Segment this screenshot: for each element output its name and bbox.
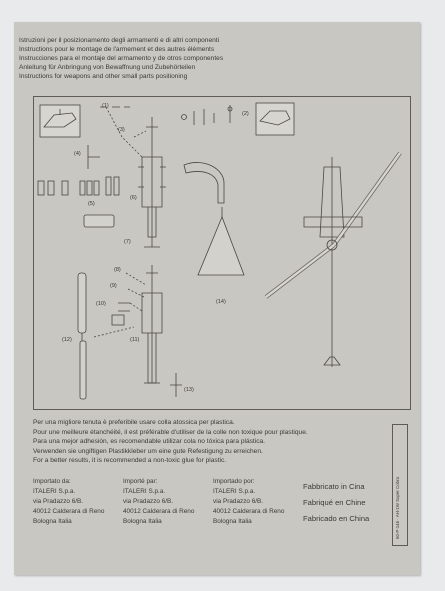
part-label-4: (4) — [74, 151, 81, 157]
importer-block-fr: Importé par: ITALERI S.p.a. via Pradazzo… — [123, 477, 215, 527]
importer-block-es: Importado por: ITALERI S.p.a. via Pradaz… — [213, 477, 305, 527]
importer-title: Importado por: — [213, 478, 255, 485]
header-line-en: Instructions for weapons and other small… — [19, 73, 188, 80]
header-line-fr: Instructions pour le montage de l'armeme… — [19, 46, 215, 53]
importer-street: via Pradazzo 6/B. — [213, 498, 264, 505]
rotor-blade-part — [77, 272, 87, 334]
part-label-3: (3) — [118, 127, 125, 133]
fabricated-fr: Fabriqué en Chine — [303, 498, 366, 507]
importer-title: Importato da: — [33, 478, 71, 485]
display-stand-part — [197, 215, 245, 276]
importer-company: ITALERI S.p.a. — [123, 488, 166, 495]
tail-part — [170, 373, 182, 397]
importer-country: Bologna Italia — [33, 518, 72, 525]
washer-part — [181, 114, 187, 120]
importer-street: via Pradazzo 6/B. — [123, 498, 174, 505]
store-part-a — [37, 180, 45, 196]
glue-line-it: Per una migliore tenuta è preferibile us… — [33, 419, 235, 426]
exhaust-pipe-part — [183, 162, 225, 204]
fabricated-it: Fabbricato in Cina — [303, 482, 365, 491]
glue-line-de: Verwenden sie ungiftigen Plastikkleber u… — [33, 447, 263, 455]
part-label-14: (14) — [216, 299, 226, 305]
part-label-12: (12) — [62, 337, 72, 343]
glue-line-es: Para una mejor adhesión, es recomendable… — [33, 438, 266, 446]
helicopter-side-view-top — [141, 117, 163, 238]
kit-code-box: 60-P-146 · AH-1W Super Cobra — [392, 424, 408, 546]
part-label-9: (9) — [110, 283, 117, 289]
glue-line-en: For a better results, it is recommended … — [33, 457, 227, 465]
helicopter-nose-detail — [43, 109, 77, 128]
part-label-13: (13) — [184, 387, 194, 393]
part-label-7: (7) — [124, 239, 131, 245]
header-line-es: Instrucciones para el montaje del armame… — [19, 55, 224, 62]
importer-title: Importé par: — [123, 478, 158, 485]
importer-city: 40012 Calderara di Reno — [213, 508, 285, 515]
importer-country: Bologna Italia — [213, 518, 252, 525]
pin-parts — [193, 105, 231, 125]
header-line-it: Istruzioni per il posizionamento degli a… — [19, 37, 220, 44]
part-label-8: (8) — [114, 267, 121, 273]
rotor-blades-top-view — [264, 151, 402, 299]
fabricated-block: Fabbricato in Cina Fabriqué en Chine Fab… — [303, 479, 393, 527]
rocket-pod-part — [83, 214, 115, 228]
helicopter-side-view-bottom — [141, 265, 163, 384]
part-label-2: (2) — [242, 111, 249, 117]
importer-company: ITALERI S.p.a. — [213, 488, 256, 495]
glue-line-fr: Pour une meilleure étanchéité, il est pr… — [33, 428, 308, 436]
part-label-6: (6) — [130, 195, 137, 201]
part-label-1: (1) — [102, 103, 109, 109]
importer-country: Bologna Italia — [123, 518, 162, 525]
importer-city: 40012 Calderara di Reno — [33, 508, 105, 515]
wing-pylon-detail — [259, 110, 291, 126]
helicopter-top-view — [319, 157, 345, 367]
importer-street: via Pradazzo 6/B. — [33, 498, 84, 505]
assembly-drawing — [37, 102, 402, 400]
header-line-de: Anleitung für Anbringung von Bewaffnung … — [19, 64, 196, 71]
kit-code: 60-P-146 · AH-1W Super Cobra — [395, 477, 400, 539]
assembly-diagram: (1) (2) (3) (4) (5) (6) (7) (8) (9) (10)… — [33, 96, 411, 410]
part-label-11: (11) — [130, 337, 140, 343]
header-instructions: Istruzioni per il posizionamento degli a… — [19, 36, 409, 81]
fabricated-es: Fabricado en China — [303, 514, 370, 523]
importer-block-it: Importato da: ITALERI S.p.a. via Pradazz… — [33, 477, 125, 527]
glue-notice: Per una migliore tenuta è preferibile us… — [33, 418, 393, 466]
sight-part — [111, 314, 125, 326]
antenna-part — [87, 145, 100, 169]
importer-company: ITALERI S.p.a. — [33, 488, 76, 495]
part-label-5: (5) — [88, 201, 95, 207]
part-label-10: (10) — [96, 301, 106, 307]
importer-city: 40012 Calderara di Reno — [123, 508, 195, 515]
